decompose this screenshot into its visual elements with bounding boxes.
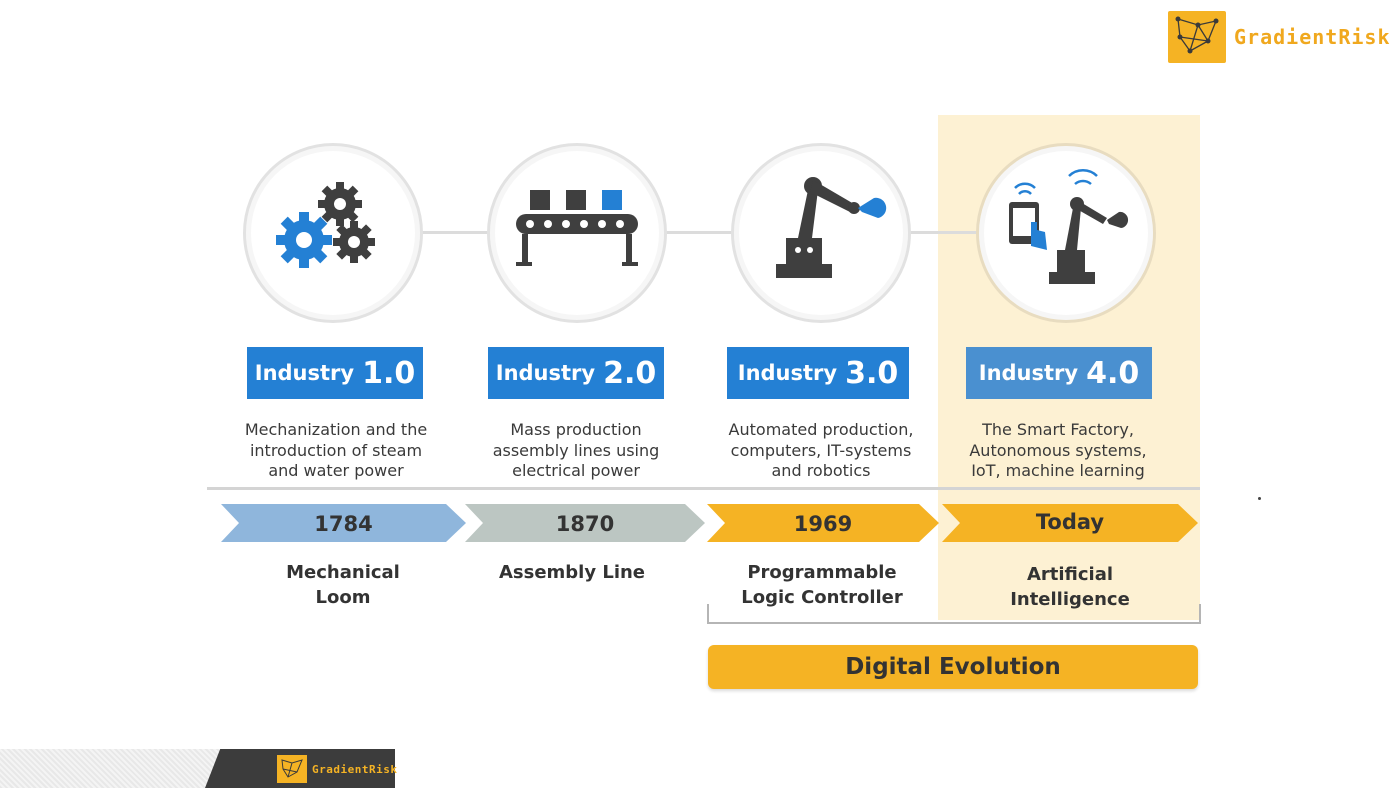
milestone-assembly-line: Assembly Line bbox=[472, 560, 672, 585]
milestone-line: Loom bbox=[315, 587, 371, 608]
year-arrow-1870 bbox=[465, 504, 705, 542]
stage-4-description: The Smart Factory, Autonomous systems, I… bbox=[948, 420, 1168, 482]
milestone-line: Assembly Line bbox=[498, 562, 646, 583]
brand-logo bbox=[1168, 11, 1226, 63]
robot-arm-icon bbox=[776, 177, 887, 278]
milestone-line: Intelligence bbox=[1010, 589, 1130, 610]
stage-3-circle bbox=[731, 143, 911, 323]
stage-4-label-word: Industry bbox=[978, 361, 1079, 385]
stage-3-description: Automated production, computers, IT-syst… bbox=[711, 420, 931, 482]
year-today: Today bbox=[1035, 510, 1105, 534]
gears-icon bbox=[276, 182, 375, 268]
stage-4-label: Industry 4.0 bbox=[966, 347, 1152, 399]
stage-4-desc-line: Autonomous systems, bbox=[969, 440, 1147, 460]
network-logo-icon bbox=[1175, 16, 1219, 54]
stage-3-desc-line: and robotics bbox=[771, 461, 871, 480]
stage-3-label-num: 3.0 bbox=[845, 355, 899, 391]
stage-2-desc-line: assembly lines using bbox=[492, 440, 660, 460]
stage-2-label-num: 2.0 bbox=[603, 355, 657, 391]
milestone-line: Programmable bbox=[747, 562, 897, 583]
year-1969: 1969 bbox=[793, 512, 853, 536]
milestone-line: Mechanical bbox=[286, 562, 400, 583]
smart-robot-icon bbox=[1009, 169, 1129, 284]
year-arrow-1969 bbox=[707, 504, 939, 542]
stage-4-label-num: 4.0 bbox=[1086, 355, 1140, 391]
milestone-mechanical-loom: Mechanical Loom bbox=[243, 560, 443, 610]
stage-2-description: Mass production assembly lines using ele… bbox=[466, 420, 686, 482]
timeline-line bbox=[207, 487, 1200, 490]
stage-2-label: Industry 2.0 bbox=[488, 347, 664, 399]
stage-1-desc-line: introduction of steam bbox=[249, 440, 423, 460]
footer-logo bbox=[277, 755, 307, 783]
year-1784: 1784 bbox=[314, 512, 373, 536]
stage-3-desc-line: Automated production, bbox=[728, 420, 914, 439]
stage-1-label: Industry 1.0 bbox=[247, 347, 423, 399]
dot-mark bbox=[1258, 497, 1261, 500]
year-arrow-1784 bbox=[221, 504, 466, 542]
conveyor-belt-icon bbox=[516, 190, 638, 266]
digital-evolution-banner: Digital Evolution bbox=[708, 645, 1198, 689]
stage-1-description: Mechanization and the introduction of st… bbox=[226, 420, 446, 482]
stage-3-label: Industry 3.0 bbox=[727, 347, 909, 399]
milestone-line: Logic Controller bbox=[741, 587, 903, 608]
stage-1-desc-line: and water power bbox=[268, 461, 404, 480]
milestone-ai: Artificial Intelligence bbox=[970, 562, 1170, 612]
stage-1-circle bbox=[243, 143, 423, 323]
stage-2-desc-line: Mass production bbox=[510, 420, 642, 439]
stage-2-desc-line: electrical power bbox=[512, 461, 640, 480]
stage-1-label-word: Industry bbox=[254, 361, 355, 385]
year-1870: 1870 bbox=[555, 512, 615, 536]
stage-2-label-word: Industry bbox=[495, 361, 596, 385]
connector-line bbox=[300, 231, 1060, 234]
digital-evolution-bracket bbox=[707, 604, 1201, 624]
stage-4-circle bbox=[976, 143, 1156, 323]
milestone-plc: Programmable Logic Controller bbox=[722, 560, 922, 610]
brand-name: GradientRisk bbox=[1234, 25, 1391, 49]
stage-3-label-word: Industry bbox=[737, 361, 838, 385]
year-arrow-today bbox=[942, 504, 1198, 542]
milestone-line: Artificial bbox=[1026, 564, 1114, 585]
footer-brand-name: GradientRisk bbox=[312, 763, 398, 776]
stage-3-desc-line: computers, IT-systems bbox=[730, 440, 912, 460]
network-logo-icon bbox=[281, 759, 303, 778]
stage-4-desc-line: IoT, machine learning bbox=[971, 461, 1145, 480]
stage-1-desc-line: Mechanization and the bbox=[244, 420, 428, 439]
stage-4-desc-line: The Smart Factory, bbox=[982, 420, 1134, 439]
footer-band-light bbox=[0, 749, 225, 788]
stage-2-circle bbox=[487, 143, 667, 323]
stage-1-label-num: 1.0 bbox=[362, 355, 416, 391]
